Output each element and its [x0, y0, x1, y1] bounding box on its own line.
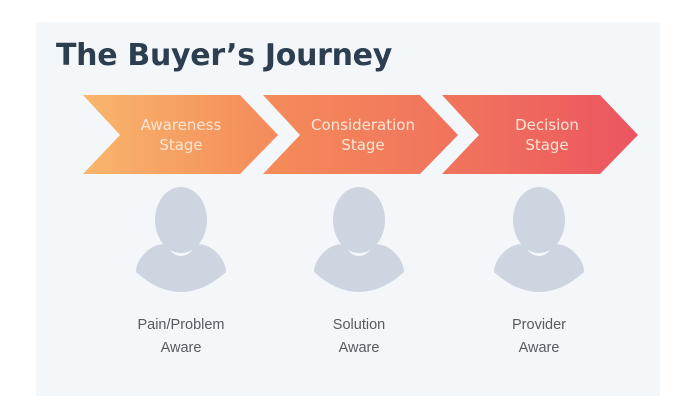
persona-label-pain-problem: Pain/Problem Aware: [101, 314, 261, 360]
person-icon: [494, 187, 584, 292]
person-icon: [314, 187, 404, 292]
chevron-consideration-stage: [263, 95, 458, 174]
persona-label-provider: Provider Aware: [459, 314, 619, 360]
persona-label-line2: Aware: [518, 340, 560, 356]
chevron-awareness-stage: [83, 95, 278, 174]
persona-label-line1: Pain/Problem: [137, 317, 225, 333]
stage-label-line2: Stage: [341, 136, 385, 154]
stage-label-line1: Awareness: [140, 116, 222, 134]
persona-label-line1: Provider: [512, 317, 566, 333]
persona-label-solution: Solution Aware: [279, 314, 439, 360]
stage-label-line1: Decision: [515, 116, 579, 134]
chevron-decision-stage: [442, 95, 638, 174]
stage-label-decision: Decision Stage: [472, 115, 622, 155]
stage-label-awareness: Awareness Stage: [106, 115, 256, 155]
stage-label-consideration: Consideration Stage: [288, 115, 438, 155]
stage-label-line1: Consideration: [311, 116, 415, 134]
person-icon: [136, 187, 226, 292]
persona-label-line2: Aware: [338, 340, 380, 356]
persona-label-line2: Aware: [160, 340, 202, 356]
stage-label-line2: Stage: [159, 136, 203, 154]
page-title: The Buyer’s Journey: [56, 38, 392, 73]
stage-label-line2: Stage: [525, 136, 569, 154]
persona-label-line1: Solution: [332, 317, 386, 333]
